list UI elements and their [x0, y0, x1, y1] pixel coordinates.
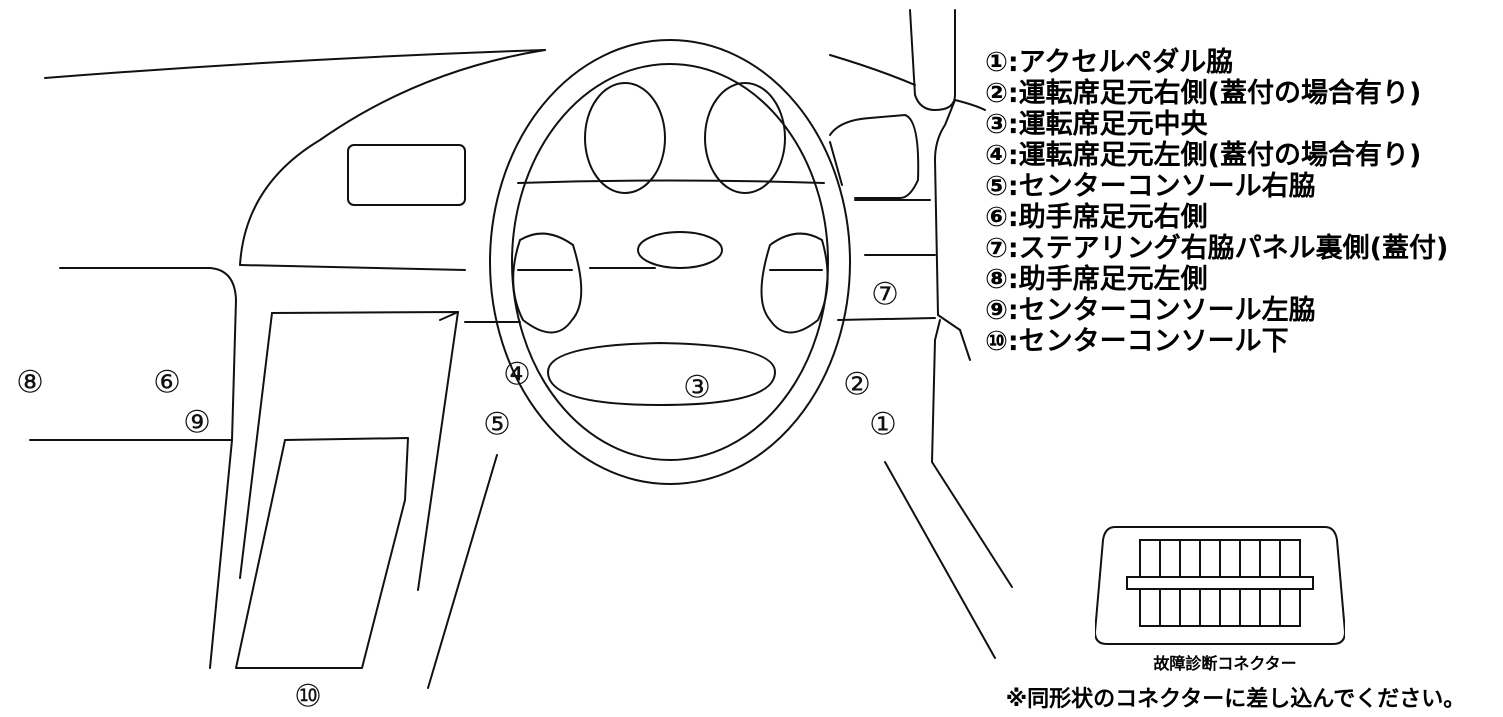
wheel-bottom-pad: [547, 342, 776, 406]
legend-item-8: ⑧:助手席足元左側: [985, 264, 1208, 295]
console-left-edge: [209, 439, 233, 669]
steering-wheel-rim-outer: [489, 39, 851, 485]
dash-right-panel-line: [829, 141, 843, 186]
connector-pin-cell: [1239, 539, 1261, 578]
door-frame-lower: [934, 99, 961, 331]
location-legend: ①:アクセルペダル脇 ②:運転席足元右側(蓋付の場合有り) ③:運転席足元中央 …: [985, 47, 1497, 357]
door-panel-right: [954, 99, 986, 111]
connector-pin-bar: [1126, 576, 1314, 590]
connector-pins-bottom: [1139, 588, 1301, 627]
obd-connector-illustration: [1095, 526, 1345, 645]
connector-pin-cell: [1159, 539, 1181, 578]
connector-pin-cell: [1239, 588, 1261, 627]
dash-right-panel: [829, 114, 920, 199]
marker-2: ②: [843, 366, 871, 403]
marker-6: ⑥: [153, 364, 181, 401]
gauge-right: [704, 82, 786, 194]
console-outer: [271, 311, 459, 321]
door-frame: [909, 9, 956, 111]
marker-1: ①: [869, 406, 897, 443]
connector-pin-cell: [1199, 588, 1221, 627]
spoke-right: [760, 232, 829, 334]
connector-pin-cell: [1219, 588, 1241, 627]
legend-item-9: ⑨:センターコンソール左脇: [985, 295, 1316, 326]
dashboard-top-line-right: [829, 54, 916, 86]
spoke-left: [512, 232, 583, 334]
center-display: [347, 144, 466, 206]
console-inner: [235, 437, 409, 669]
glovebox-top: [59, 267, 237, 441]
gauge-left: [584, 82, 666, 194]
connector-pin-cell: [1279, 539, 1301, 578]
column-line-right: [837, 317, 936, 321]
connector-pin-cell: [1179, 588, 1201, 627]
connector-pin-cell: [1159, 588, 1181, 627]
connector-housing: [1095, 526, 1345, 645]
connector-footnote: ※同形状のコネクターに差し込んでください。: [1005, 687, 1466, 712]
marker-10: ⑩: [294, 678, 322, 715]
dash-upper-curve: [239, 49, 546, 266]
connector-pin-cell: [1199, 539, 1221, 578]
horn-badge: [637, 231, 723, 269]
marker-5: ⑤: [483, 406, 511, 443]
connector-pin-cell: [1139, 539, 1161, 578]
marker-7: ⑦: [871, 276, 899, 313]
dashboard-top-line: [44, 49, 546, 79]
steering-wheel-rim-inner: [511, 63, 829, 461]
door-frame-lower-2: [931, 319, 1013, 588]
hub-top: [517, 179, 825, 184]
connector-pin-cell: [1179, 539, 1201, 578]
legend-item-5: ⑤:センターコンソール右脇: [985, 171, 1316, 202]
legend-item-7: ⑦:ステアリング右脇パネル裏側(蓋付): [985, 233, 1449, 264]
legend-item-6: ⑥:助手席足元右側: [985, 202, 1208, 233]
legend-item-3: ③:運転席足元中央: [985, 109, 1208, 140]
marker-4: ④: [503, 356, 531, 393]
dash-middle-line: [239, 264, 466, 271]
legend-item-1: ①:アクセルペダル脇: [985, 47, 1234, 78]
console-outer-right: [417, 311, 459, 591]
pedal-line: [884, 461, 996, 659]
connector-pin-cell: [1279, 588, 1301, 627]
marker-3: ③: [683, 369, 711, 406]
connector-pin-cell: [1139, 588, 1161, 627]
marker-9: ⑨: [183, 404, 211, 441]
connector-caption: 故障診断コネクター: [1153, 654, 1297, 673]
console-outer-left: [239, 312, 273, 579]
legend-item-4: ④:運転席足元左側(蓋付の場合有り): [985, 140, 1422, 171]
legend-item-2: ②:運転席足元右側(蓋付の場合有り): [985, 78, 1422, 109]
connector-pin-cell: [1219, 539, 1241, 578]
connector-pins-top: [1139, 539, 1301, 578]
console-right-edge: [427, 454, 498, 689]
marker-8: ⑧: [16, 364, 44, 401]
legend-item-10: ⑩:センターコンソール下: [985, 326, 1289, 357]
connector-pin-cell: [1259, 539, 1281, 578]
door-edge-line: [959, 329, 971, 361]
connector-pin-cell: [1259, 588, 1281, 627]
